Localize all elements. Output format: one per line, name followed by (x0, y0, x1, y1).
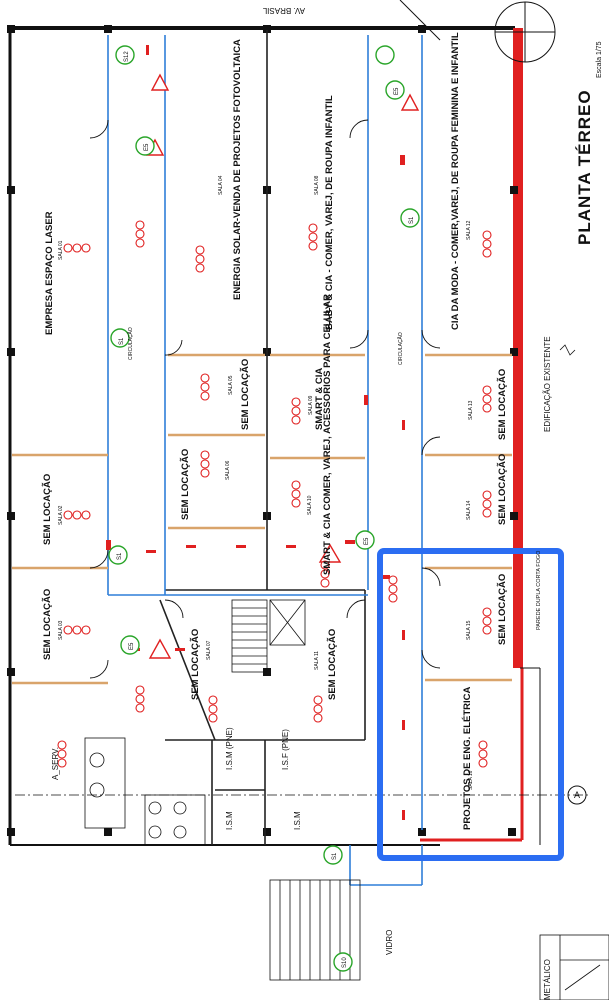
room-use-sala14: SEM LOCAÇÃO (497, 454, 508, 525)
room-use-sala07: SEM LOCAÇÃO (190, 629, 201, 700)
sign-s12: S12 (124, 51, 130, 62)
sign-s1: S1 (119, 337, 125, 345)
service-ism-2: I.S.M (293, 811, 302, 830)
circulation-label-2: CIRCULAÇÃO (397, 332, 404, 365)
room-name-sala16: SALA 16 (468, 770, 474, 790)
door-markers (106, 45, 405, 820)
glass-label: VIDRO (385, 930, 394, 955)
safety-signs (108, 45, 420, 972)
sign-s1-c: S1 (409, 216, 415, 224)
door-swings (89, 119, 441, 679)
service-ism-pne: I.S.M (PNE) (225, 727, 234, 770)
room-use-sala12: CIA DA MODA - COMER,VAREJ, DE ROUPA FEMI… (450, 32, 461, 330)
sign-e5: E5 (129, 642, 135, 650)
service-isf-pne: I.S.F (PNE) (281, 729, 290, 770)
sign-badge-icon (135, 136, 155, 156)
plan-scale: Escala 1/75 (596, 41, 603, 78)
plan-title: PLANTA TÉRREO (575, 89, 594, 245)
sign-s10: S10 (342, 957, 348, 968)
sign-badge-icon (108, 545, 128, 565)
room-use-sala15: SEM LOCAÇÃO (497, 574, 508, 645)
room-name-sala01: SALA 01 (58, 240, 64, 260)
selection-highlight[interactable] (377, 548, 564, 861)
room-name-sala02: SALA 02 (58, 505, 64, 525)
street-label: AV. BRASIL (262, 6, 305, 15)
room-name-sala03: SALA 03 (58, 620, 64, 640)
sign-badge-icon (115, 45, 135, 65)
corridor-lines (107, 35, 423, 886)
existing-building-wall (420, 28, 541, 845)
metal-label: METÁLICO (543, 959, 552, 1000)
exit-sign-icon (400, 93, 420, 111)
columns (7, 25, 518, 836)
labels: PLANTA TÉRREO Escala 1/75 AV. BRASIL EDI… (42, 6, 603, 1000)
sign-e5-b: E5 (144, 143, 150, 151)
room-use-sala11: SEM LOCAÇÃO (327, 629, 338, 700)
compass-icon (399, 0, 556, 63)
sign-badge-icon (400, 208, 420, 228)
exit-sign-icon (148, 638, 172, 659)
sign-badge-icon (385, 80, 405, 100)
sign-badge-icon (333, 952, 353, 972)
room-name-sala15: SALA 15 (466, 620, 472, 640)
room-name-sala12: SALA 12 (466, 220, 472, 240)
room-use-sala06: SEM LOCAÇÃO (180, 449, 191, 520)
room-code-marks (57, 220, 492, 768)
room-name-sala07: SALA 07 (206, 640, 212, 660)
room-use-sala05: SEM LOCAÇÃO (240, 359, 251, 430)
room-name-sala09: SALA 09 (308, 395, 314, 415)
room-use-sala03: SEM LOCAÇÃO (42, 589, 53, 660)
sign-s1-b: S1 (117, 552, 123, 560)
room-use-sala02: SEM LOCAÇÃO (42, 474, 53, 545)
sign-badge-icon (323, 845, 343, 865)
sign-s1-d: S1 (332, 852, 338, 860)
sign-badge-icon (375, 45, 395, 65)
sign-e5-c: E5 (394, 87, 400, 95)
room-use-sala13: SEM LOCAÇÃO (497, 369, 508, 440)
room-name-sala06: SALA 06 (225, 460, 231, 480)
exit-sign-icon (318, 543, 342, 563)
section-marker-icon: A (15, 785, 590, 805)
room-use-sala08: BABY & CIA - COMER, VAREJ, DE ROUPA INFA… (324, 95, 335, 330)
room-use-sala09: SMART & CIA (314, 368, 325, 430)
room-name-sala04: SALA 04 (218, 175, 224, 195)
room-use-sala10: SMART & CIA COMER, VAREJ, ACESSORIOS PAR… (322, 294, 333, 575)
circulation-label: CIRCULAÇÃO (127, 327, 134, 360)
section-marker-label: A (574, 790, 580, 800)
room-name-sala05: SALA 05 (228, 375, 234, 395)
room-use-sala01: EMPRESA ESPAÇO LASER (44, 211, 55, 335)
sign-badge-icon (355, 530, 375, 550)
room-name-sala10: SALA 10 (307, 495, 313, 515)
room-use-sala16: PROJETOS DE ENG. ELÉTRICA (462, 686, 473, 830)
room-name-sala08: SALA 08 (314, 175, 320, 195)
room-name-sala13: SALA 13 (468, 400, 474, 420)
room-use-sala04: ENERGIA SOLAR-VENDA DE PROJETOS FOTOVOLT… (232, 39, 243, 300)
sign-badge-icon (110, 328, 130, 348)
exit-sign-icon (150, 73, 170, 91)
sign-badge-icon (120, 635, 140, 655)
interior-walls (159, 30, 366, 845)
room-name-sala11: SALA 11 (314, 651, 320, 670)
exterior-walls (8, 26, 515, 846)
existing-building-label: EDIFICAÇÃO EXISTENTE (543, 336, 552, 432)
service-ism: I.S.M (225, 811, 234, 830)
sign-e5-d: E5 (364, 537, 370, 545)
room-name-sala14: SALA 14 (466, 500, 472, 520)
bathroom-fixtures (84, 737, 206, 846)
service-aserv: A_SERV. (51, 747, 60, 780)
double-wall-label: PAREDE DUPLA CORTA FOGO (536, 550, 542, 630)
break-lines (559, 344, 576, 356)
metal-detail (539, 934, 609, 1000)
